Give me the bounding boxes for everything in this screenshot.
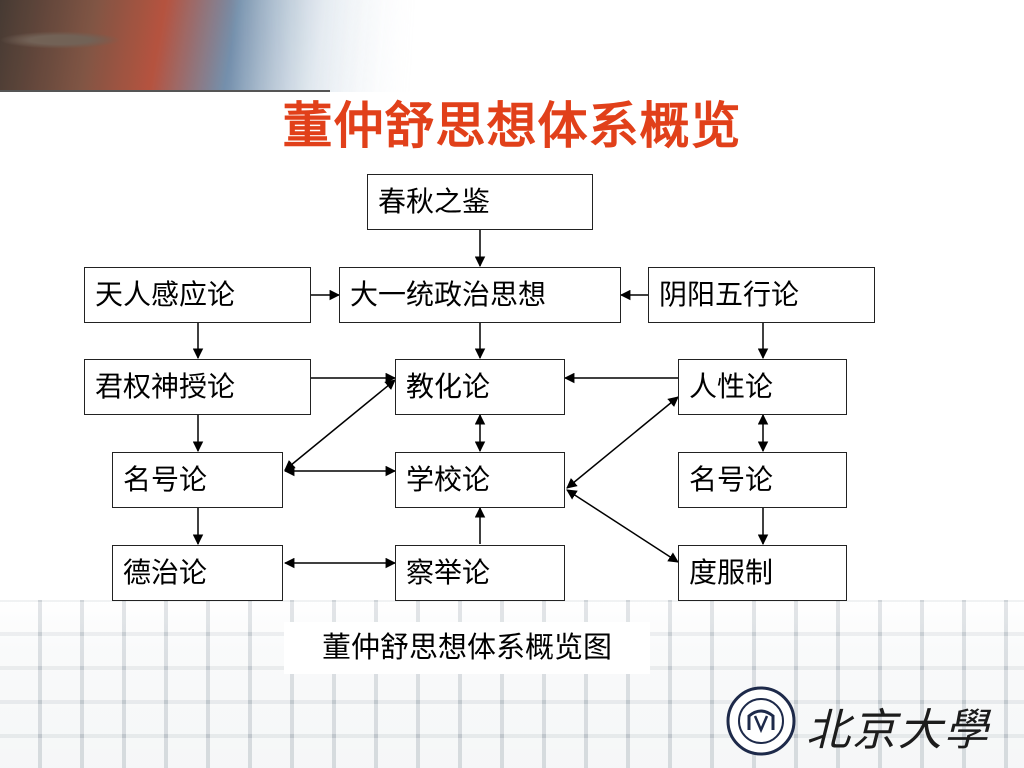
edge-minghao-jiaohua [284,379,396,471]
node-tianren: 天人感应论 [84,267,311,323]
node-dezhi: 德治论 [112,545,283,601]
edge-xuexiao-dufu [566,489,679,563]
node-minghao-left: 名号论 [112,452,283,508]
edge-xuexiao-renxing [566,396,679,489]
node-dayitong: 大一统政治思想 [339,267,621,323]
diagram-caption: 董仲舒思想体系概览图 [284,622,650,674]
node-junquan: 君权神授论 [84,359,311,415]
university-logo-text: 北京大學 [806,705,990,756]
node-dufu: 度服制 [678,545,847,601]
peking-university-seal-icon [726,686,796,756]
node-xuexiao: 学校论 [395,452,565,508]
node-jiaohua: 教化论 [395,359,565,415]
node-chunqiu: 春秋之鉴 [367,174,593,230]
node-chaju: 察举论 [395,545,565,601]
header-decorative-photo [0,0,420,92]
node-yinyang: 阴阳五行论 [648,267,875,323]
header-divider [0,90,330,92]
node-renxing: 人性论 [678,359,847,415]
node-minghao-right: 名号论 [678,452,847,508]
slide-title: 董仲舒思想体系概览 [282,97,742,155]
